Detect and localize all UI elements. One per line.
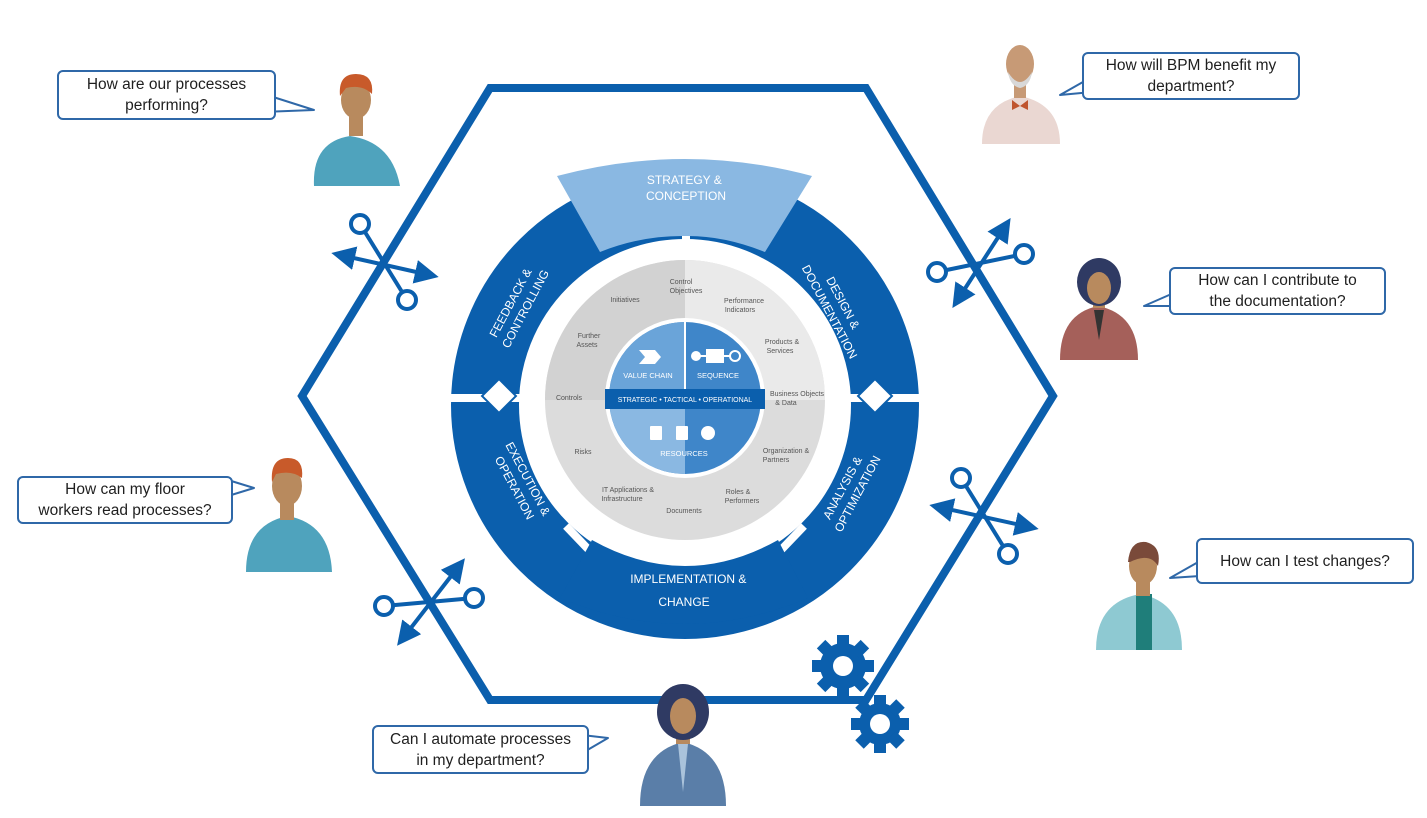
- person-avatar: [1096, 541, 1182, 650]
- phase-label-strategy: STRATEGY & CONCEPTION: [646, 173, 726, 203]
- hexagon-frame: [297, 84, 1058, 704]
- core-label-value-chain: VALUE CHAIN: [623, 371, 672, 380]
- core-label-sequence: SEQUENCE: [697, 371, 739, 380]
- core-label-levels: STRATEGIC • TACTICAL • OPERATIONAL: [618, 397, 753, 404]
- ring-item-organization-partners: Organization &Partners: [763, 448, 810, 464]
- ring-item-initiatives: Initiatives: [610, 297, 640, 304]
- phase-label-implementation: IMPLEMENTATION & CHANGE: [630, 572, 750, 609]
- ring-item-documents: Documents: [666, 508, 702, 515]
- person-avatar: [982, 45, 1060, 144]
- gear-icon: [812, 635, 874, 697]
- connector-pins: [331, 213, 1039, 646]
- ring-item-roles-performers: Roles &Performers: [725, 489, 760, 505]
- ring-item-it-applications: IT Applications &Infrastructure: [601, 487, 654, 503]
- asset-ring-highlight: [685, 260, 825, 400]
- core-labels: VALUE CHAIN SEQUENCE STRATEGIC • TACTICA…: [618, 371, 753, 458]
- question-bubble-test-changes: How can I test changes?: [1196, 538, 1414, 584]
- gear-icon: [851, 695, 909, 753]
- person-avatar: [640, 684, 726, 806]
- diamond-markers: [480, 377, 894, 415]
- person-avatar: [246, 458, 332, 572]
- resources-icons: [650, 426, 715, 440]
- person-avatar: [313, 74, 400, 186]
- ring-item-risks: Risks: [574, 449, 592, 456]
- ring-item-products-services: Products &Services: [765, 339, 800, 355]
- ring-item-business-objects: Business Objects& Data: [770, 391, 825, 407]
- core-label-resources: RESOURCES: [660, 449, 708, 458]
- value-chain-icon: [639, 350, 661, 364]
- sequence-icon: [691, 349, 741, 363]
- phase-strategy-segment: [557, 159, 812, 252]
- core-resources-quadrant: [609, 398, 685, 474]
- ring-item-controls: Controls: [556, 395, 583, 402]
- phase-implementation-segment: [560, 540, 808, 624]
- person-avatar: [1060, 258, 1138, 360]
- core-levels-band: [605, 389, 765, 409]
- asset-ring-shade: [545, 260, 685, 400]
